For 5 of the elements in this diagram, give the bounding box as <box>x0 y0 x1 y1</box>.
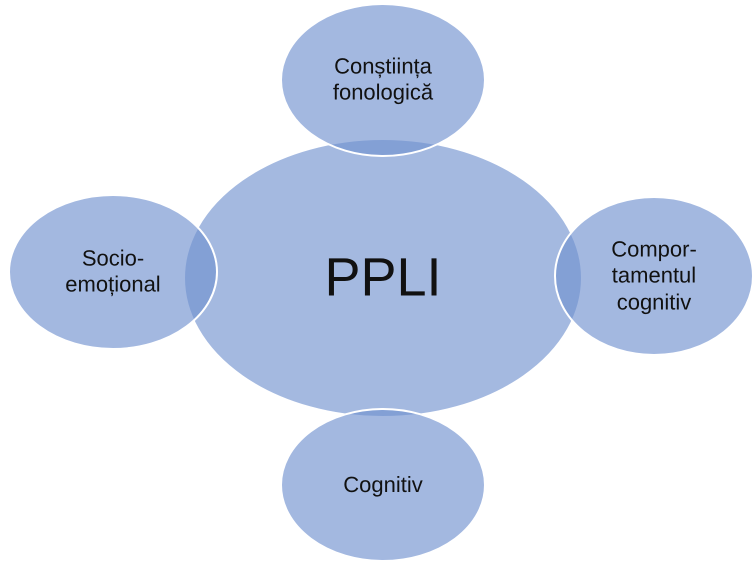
node-label: Socio-emoțional <box>64 246 162 298</box>
node-label: Conștiința fonologică <box>332 54 434 106</box>
node-label: PPLI <box>323 246 443 310</box>
node-label: Compor- tamentul cognitiv <box>610 236 698 316</box>
node-label: Cognitiv <box>342 472 424 498</box>
